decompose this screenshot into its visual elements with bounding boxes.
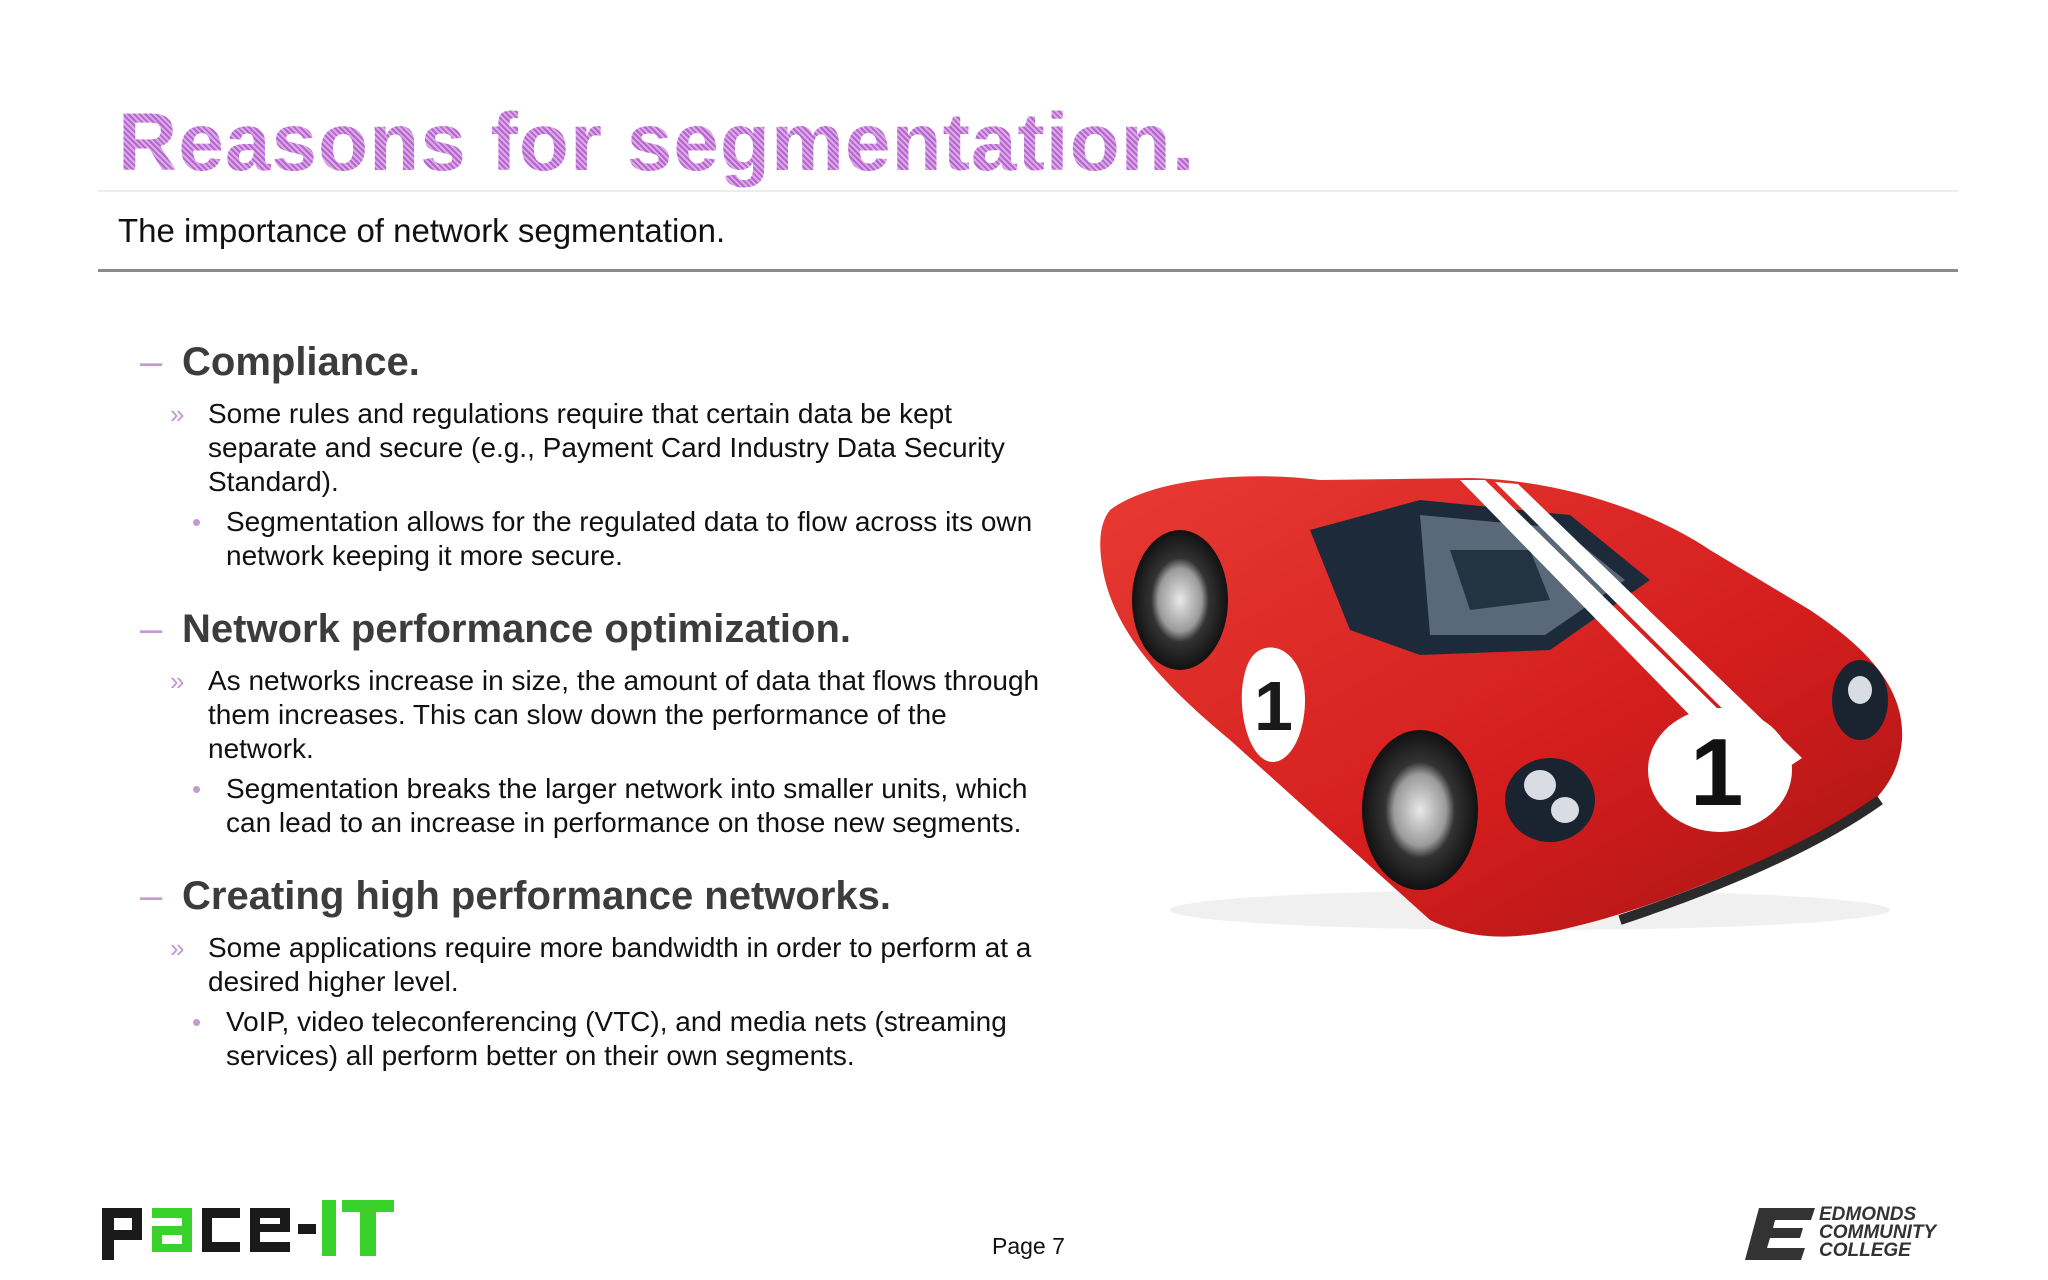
dash-marker: – xyxy=(140,340,163,384)
sub-bullet-text: VoIP, video teleconferencing (VTC), and … xyxy=(226,1006,1007,1071)
sub-bullet-text: Segmentation allows for the regulated da… xyxy=(226,506,1033,571)
dot-marker: • xyxy=(192,1007,202,1037)
title-divider xyxy=(98,190,1958,192)
svg-text:1: 1 xyxy=(1690,719,1743,826)
edmonds-college-logo: EDMONDS COMMUNITY COLLEGE xyxy=(1745,1204,1955,1264)
subtitle-divider xyxy=(98,269,1958,272)
section-high-performance: –Creating high performance networks. » So… xyxy=(140,874,1040,1073)
sub-bullet-text: Segmentation breaks the larger network i… xyxy=(226,773,1028,838)
raquo-marker: » xyxy=(170,399,185,429)
ecc-line-3: COLLEGE xyxy=(1819,1240,1911,1261)
section-performance: –Network performance optimization. » As n… xyxy=(140,607,1040,840)
raquo-marker: » xyxy=(170,666,185,696)
svg-text:1: 1 xyxy=(1254,667,1293,745)
section-compliance: –Compliance. » Some rules and regulations… xyxy=(140,340,1040,573)
bullet-text: As networks increase in size, the amount… xyxy=(208,665,1040,764)
dash-marker: – xyxy=(140,874,163,918)
raquo-marker: » xyxy=(170,933,185,963)
bullet-text: Some rules and regulations require that … xyxy=(208,398,1005,497)
section-heading: Creating high performance networks. xyxy=(182,874,892,918)
ecc-line-2: COMMUNITY xyxy=(1819,1222,1937,1243)
ecc-emblem-icon xyxy=(1745,1208,1815,1260)
page-number: Page 7 xyxy=(992,1233,1065,1259)
slide-title: Reasons for segmentation. xyxy=(118,97,1196,188)
dot-marker: • xyxy=(192,507,202,537)
race-car-icon: 1 1 xyxy=(1100,476,1903,937)
pace-it-logo xyxy=(100,1200,400,1260)
section-heading: Network performance optimization. xyxy=(182,607,851,651)
race-car-image: 1 1 xyxy=(1090,440,1930,960)
slide-subtitle: The importance of network segmentation. xyxy=(118,212,726,249)
bullet-text: Some applications require more bandwidth… xyxy=(208,932,1032,997)
slide-content: –Compliance. »Some rules and regulations… xyxy=(140,340,1040,1107)
pace-it-logo-icon xyxy=(102,1200,394,1260)
section-heading: Compliance. xyxy=(182,340,420,384)
ecc-line-1: EDMONDS xyxy=(1819,1204,1917,1225)
dash-marker: – xyxy=(140,607,163,651)
dot-marker: • xyxy=(192,774,202,804)
